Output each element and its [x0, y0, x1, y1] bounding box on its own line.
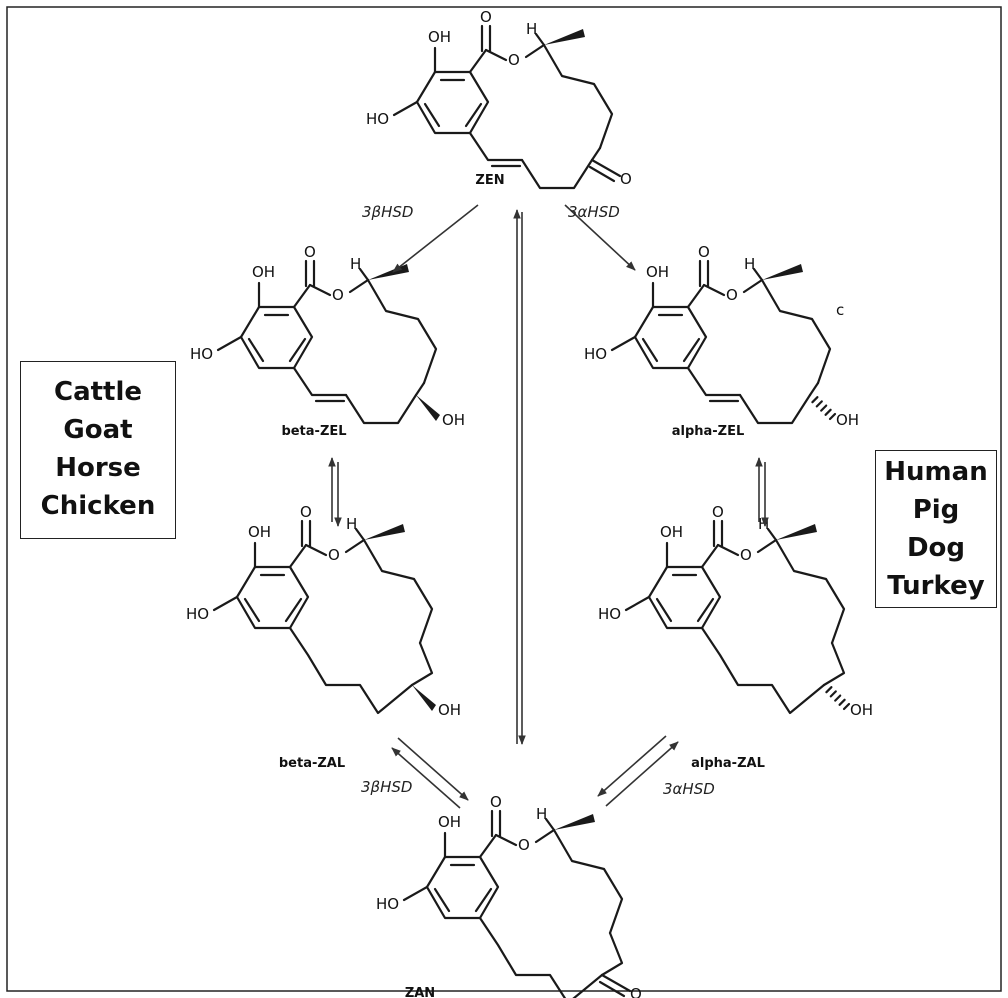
molecule-zan-carbonyl-o: O [490, 793, 502, 811]
molecule-zan-oh-top: OH [438, 813, 461, 831]
molecule-beta-zal-oh-side: OH [438, 701, 461, 719]
arrow-zan-to-beta-zal [391, 747, 461, 809]
molecule-beta-zal-label: beta-ZAL [279, 756, 345, 771]
molecule-alpha-zal-oh-top: OH [660, 523, 683, 541]
molecule-beta-zal-h: H [346, 515, 357, 533]
species-right-4: Turkey [887, 571, 985, 601]
molecule-beta-zal-carbonyl-o: O [300, 503, 312, 521]
molecule-zan-ho-left: HO [376, 895, 399, 913]
molecule-beta-zel-oh-top: OH [252, 263, 275, 281]
arrow-alpha-zal-to-zan [597, 735, 667, 797]
species-box-left: Cattle Goat Horse Chicken [20, 361, 176, 539]
enzyme-label-3ahsd-bottom: 3αHSD [663, 780, 715, 798]
molecule-zen-h: H [526, 20, 537, 38]
enzyme-label-3bhsd-bottom: 3βHSD [361, 778, 412, 796]
molecule-zen-ho-left: HO [366, 110, 389, 128]
molecule-beta-zal-ester-o: O [328, 546, 340, 564]
molecule-alpha-zal-ho-left: HO [598, 605, 621, 623]
molecule-zen-ketone-o: O [620, 170, 632, 188]
molecule-alpha-zal-ester-o: O [740, 546, 752, 564]
arrow-zen-to-alpha-zel [564, 204, 636, 271]
species-right-1: Human [884, 457, 988, 487]
molecule-beta-zel-label: beta-ZEL [281, 424, 346, 439]
species-right-2: Pig [912, 495, 960, 525]
molecule-alpha-zel-oh-side: OH [836, 411, 859, 429]
molecule-zan-h: H [536, 805, 547, 823]
molecule-alpha-zel-carbonyl-o: O [698, 243, 710, 261]
species-right-3: Dog [906, 533, 966, 563]
enzyme-label-3ahsd-top: 3αHSD [568, 203, 620, 221]
arrow-zan-to-alpha-zal [605, 741, 679, 807]
molecule-alpha-zal-carbonyl-o: O [712, 503, 724, 521]
stray-c-mark: c [836, 301, 844, 319]
molecule-alpha-zal-oh-side: OH [850, 701, 873, 719]
molecule-alpha-zal-label: alpha-ZAL [691, 756, 765, 771]
arrow-zen-to-beta-zel [392, 204, 479, 273]
enzyme-label-3bhsd-top: 3βHSD [362, 203, 413, 221]
molecule-alpha-zel-h: H [744, 255, 755, 273]
molecule-zen-ester-o: O [508, 51, 520, 69]
molecule-zan-ketone-o: O [630, 985, 642, 998]
arrow-beta-zal-to-zan [397, 737, 469, 801]
molecule-alpha-zel-ester-o: O [726, 286, 738, 304]
molecule-beta-zal-oh-top: OH [248, 523, 271, 541]
molecule-zen-carbonyl-o: O [480, 8, 492, 26]
molecule-zan-label: ZAN [405, 986, 435, 998]
diagram-frame [6, 6, 1002, 992]
molecule-beta-zel-h: H [350, 255, 361, 273]
species-left-1: Cattle [53, 377, 143, 407]
molecule-zen-oh-top: OH [428, 28, 451, 46]
molecule-alpha-zel-ho-left: HO [584, 345, 607, 363]
molecule-alpha-zel-label: alpha-ZEL [672, 424, 745, 439]
molecule-beta-zel-ester-o: O [332, 286, 344, 304]
molecule-zan-ester-o: O [518, 836, 530, 854]
species-box-right: Human Pig Dog Turkey [875, 450, 997, 608]
molecule-beta-zel-carbonyl-o: O [304, 243, 316, 261]
molecule-zen-label: ZEN [475, 173, 504, 188]
species-left-2: Goat [63, 415, 133, 445]
molecule-beta-zel-oh-side: OH [442, 411, 465, 429]
molecule-beta-zal-ho-left: HO [186, 605, 209, 623]
reaction-arrows [328, 204, 769, 809]
molecule-alpha-zel-oh-top: OH [646, 263, 669, 281]
species-left-4: Chicken [40, 491, 156, 521]
species-left-3: Horse [55, 453, 141, 483]
molecule-beta-zel-ho-left: HO [190, 345, 213, 363]
